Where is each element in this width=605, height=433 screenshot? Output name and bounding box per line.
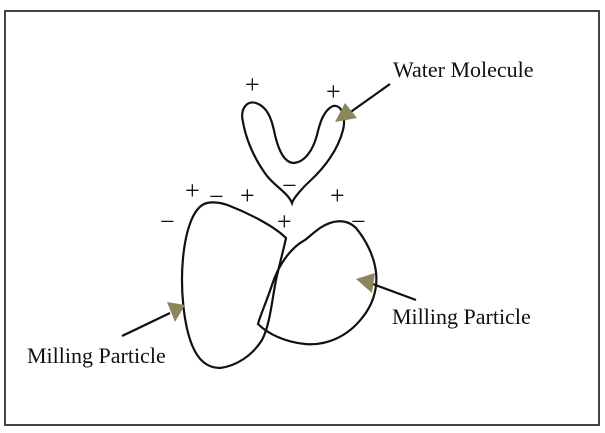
right-particle-arrow-line — [370, 283, 416, 300]
water-charge-plus-left: + — [245, 70, 260, 99]
particle-charge-plus-3: + — [330, 181, 345, 210]
water-charge-plus-right: + — [326, 77, 341, 106]
particle-charge-plus-1: + — [185, 176, 200, 205]
water-molecule-arrow-line — [345, 84, 390, 116]
left-milling-particle-label: Milling Particle — [27, 343, 166, 368]
right-milling-particle-label: Milling Particle — [392, 304, 531, 329]
water-charge-minus: − — [282, 171, 297, 200]
particle-charge-plus-center: + — [277, 207, 292, 236]
left-particle-arrow-line — [122, 313, 170, 336]
particle-charge-plus-2: + — [240, 181, 255, 210]
left-milling-particle-shape — [182, 202, 286, 368]
water-molecule-label: Water Molecule — [393, 57, 534, 82]
right-particle-arrowhead — [356, 273, 375, 293]
particle-charge-minus-3: − — [351, 207, 366, 236]
left-particle-arrowhead — [167, 302, 185, 322]
particle-charge-minus-1: − — [209, 182, 224, 211]
particle-charge-minus-2: − — [160, 207, 175, 236]
